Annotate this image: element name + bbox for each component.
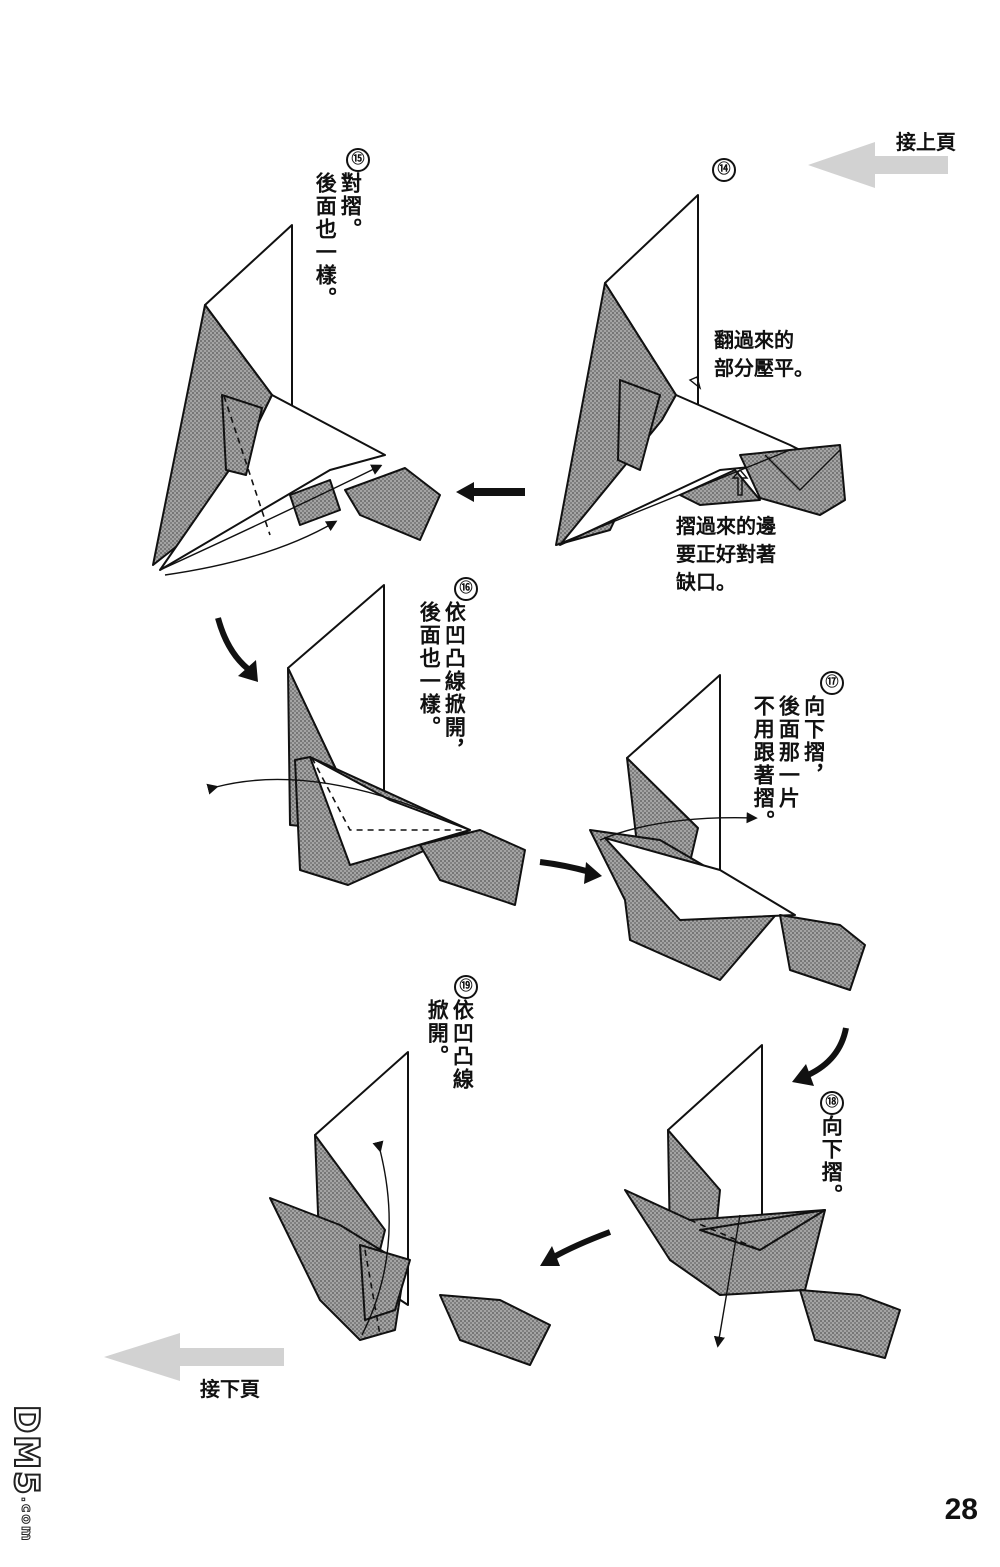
step-number-15: ⑮ bbox=[346, 148, 370, 172]
step-16-instruction: 依凹凸線掀開， 後面也一樣。 bbox=[417, 601, 467, 762]
page-number: 28 bbox=[944, 1493, 978, 1526]
step-number-18: ⑱ bbox=[820, 1091, 844, 1115]
prev-page-label: 接上頁 bbox=[896, 130, 956, 154]
sequence-arrow-icon bbox=[540, 1229, 612, 1266]
align-note: 摺過來的邊 要正好對著 缺口。 bbox=[676, 514, 776, 594]
watermark-text: DM5 bbox=[5, 1404, 47, 1498]
step-number-17: ⑰ bbox=[820, 671, 844, 695]
sequence-arrow-icon bbox=[456, 482, 525, 502]
step-number-16: ⑯ bbox=[454, 577, 478, 601]
step-17-instruction: 向下摺， 後面那一片 不用跟著摺。 bbox=[751, 695, 826, 833]
watermark-logo: DM5.com bbox=[5, 1404, 47, 1555]
prev-page-arrow-icon bbox=[808, 142, 948, 188]
flatten-note: 翻過來的 部分壓平。 bbox=[714, 328, 814, 380]
step-number-14: ⑭ bbox=[712, 158, 736, 182]
next-page-label: 接下頁 bbox=[200, 1377, 260, 1401]
step-number-19: ⑲ bbox=[454, 975, 478, 999]
next-page-arrow-icon bbox=[104, 1333, 284, 1381]
sequence-arrow-icon bbox=[215, 617, 258, 682]
fold-diagram-step-14 bbox=[555, 194, 846, 546]
watermark-sub: .com bbox=[18, 1496, 35, 1543]
fold-diagram-step-19 bbox=[269, 1051, 551, 1366]
step-19-instruction: 依凹凸線 掀開。 bbox=[425, 999, 475, 1091]
fold-diagram-step-17 bbox=[589, 674, 866, 991]
fold-diagram-step-16 bbox=[206, 584, 526, 906]
step-18-instruction: 向下摺。 bbox=[819, 1115, 844, 1207]
step-15-instruction: 對摺。 後面也一樣。 bbox=[313, 172, 363, 310]
fold-diagram-step-15 bbox=[152, 224, 441, 576]
sequence-arrow-icon bbox=[792, 1027, 849, 1086]
fold-diagram-step-18 bbox=[624, 1044, 901, 1359]
sequence-arrow-icon bbox=[539, 859, 602, 884]
